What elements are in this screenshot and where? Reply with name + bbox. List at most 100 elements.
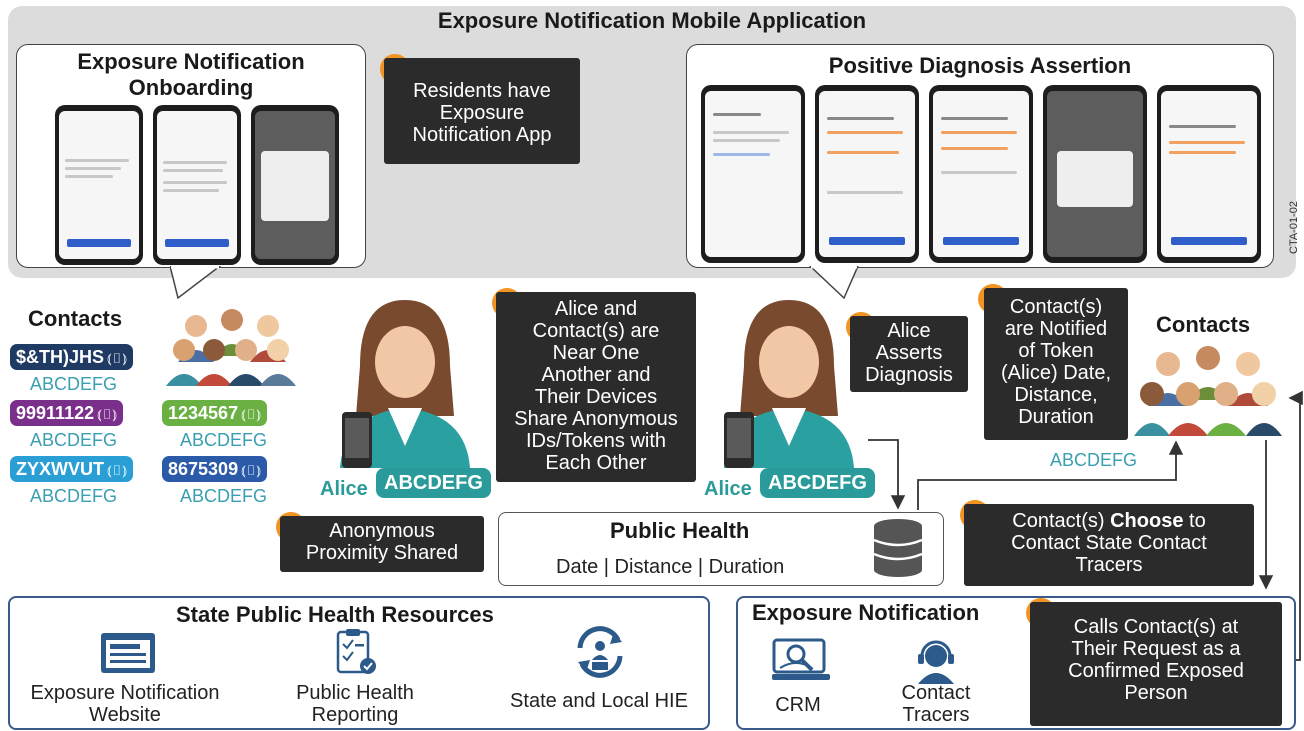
step-7-line: Calls Contact(s) at — [1073, 616, 1239, 638]
step-6-line: Contact State Contact — [1011, 532, 1207, 554]
token-code: ABCDEFG — [180, 486, 268, 506]
website-label: Exposure Notification Website — [12, 682, 238, 726]
diagnosis-callout: Positive Diagnosis Assertion — [686, 44, 1274, 268]
step-2-line: Contact(s) are — [532, 320, 660, 342]
step-5-line: Distance, — [1014, 384, 1098, 406]
crm-icon — [772, 638, 830, 680]
onboarding-callout: Exposure Notification Onboarding — [16, 44, 366, 268]
step-7-line: Confirmed Exposed — [1068, 660, 1244, 682]
contacts-right-title: Contacts — [1156, 312, 1251, 337]
token-label: 99911122 — [16, 403, 95, 423]
phone-screen — [153, 105, 241, 265]
step-4-line: Diagnosis — [865, 364, 953, 386]
step-2-line: Another and — [541, 364, 651, 386]
step-1-line: Notification App — [412, 124, 552, 146]
step-1-box: Residents have Exposure Notification App — [384, 58, 580, 164]
step-2-line: Alice and — [554, 298, 638, 320]
public-health-box — [498, 512, 944, 586]
step-5-line: are Notified — [1004, 318, 1108, 340]
token-code: ABCDEFG — [30, 486, 118, 506]
step-4-box: Alice Asserts Diagnosis — [850, 316, 968, 392]
clipboard-icon — [336, 629, 376, 674]
phone-screen — [1157, 85, 1261, 263]
diagram-title: Exposure Notification Mobile Application — [437, 8, 867, 33]
crm-label: CRM — [775, 694, 821, 716]
state-resources-title: State Public Health Resources — [176, 602, 494, 627]
token-label: ZYXWVUT — [16, 459, 104, 479]
step-2-line: Each Other — [545, 452, 647, 474]
hie-exchange-icon — [577, 626, 623, 678]
contacts-group-icon — [166, 309, 296, 386]
contact-tracers-label: Contact Tracers — [888, 682, 984, 726]
step-5-line: of Token — [1018, 340, 1094, 362]
token-code: ABCDEFG — [30, 374, 118, 394]
phone-screen — [251, 105, 339, 265]
step-1-line: Exposure — [439, 102, 525, 124]
callout-tail-left — [170, 266, 222, 300]
step-2-line: IDs/Tokens with — [525, 430, 667, 452]
vibrating-phone-icon: ⦅▯⦆ — [241, 462, 262, 478]
resource-label-line: Reporting — [311, 704, 399, 726]
step-4-line: Alice — [887, 320, 931, 342]
token-pill: ZYXWVUT⦅▯⦆ — [10, 456, 133, 482]
token-label: $&TH)JHS — [16, 347, 105, 367]
token-pill: 8675309⦅▯⦆ — [162, 456, 268, 482]
step-6-text: Contact(s) — [1012, 510, 1111, 532]
phone-screen — [1043, 85, 1147, 263]
resource-label-line: Exposure Notification — [30, 682, 220, 704]
step-3-box: Anonymous Proximity Shared — [280, 516, 484, 572]
step-7-box: Calls Contact(s) at Their Request as a C… — [1030, 602, 1282, 726]
vibrating-phone-icon: ⦅▯⦆ — [241, 406, 262, 422]
step-2-line: Near One — [552, 342, 640, 364]
step-5-line: Contact(s) — [1009, 296, 1103, 318]
step-6-line: Tracers — [1075, 554, 1143, 576]
token-code: ABCDEFG — [180, 430, 268, 450]
resource-label-line: Tracers — [902, 704, 970, 726]
alice-token-badge-left: ABCDEFG — [376, 468, 491, 498]
vibrating-phone-icon: ⦅▯⦆ — [107, 350, 127, 366]
step-4-line: Asserts — [875, 342, 943, 364]
contacts-group-icon — [1134, 346, 1282, 436]
website-icon — [101, 633, 155, 673]
alice-figure-left — [340, 300, 470, 468]
step-1-line: Residents have — [413, 80, 551, 102]
phone-screen — [701, 85, 805, 263]
exposure-notification-title: Exposure Notification — [752, 600, 980, 625]
public-health-fields: Date | Distance | Duration — [556, 556, 785, 578]
contacts-right-code: ABCDEFG — [1050, 450, 1138, 470]
step-3-line: Proximity Shared — [305, 542, 459, 564]
phone-screen — [929, 85, 1033, 263]
callout-tail-right — [808, 266, 859, 300]
alice-figure-right — [724, 300, 854, 468]
step-7-line: Their Request as a — [1071, 638, 1241, 660]
alice-name-left: Alice — [320, 478, 368, 500]
token-pill: 99911122⦅▯⦆ — [10, 400, 124, 426]
step-6-box: Contact(s) Choose to Contact State Conta… — [964, 504, 1254, 586]
resource-label-line: Website — [89, 704, 161, 726]
resource-label-line: Contact — [901, 682, 971, 704]
step-5-box: Contact(s) are Notified of Token (Alice)… — [984, 288, 1128, 440]
token-pill: $&TH)JHS⦅▯⦆ — [10, 344, 133, 370]
token-label: 1234567 — [168, 403, 239, 423]
step-7-line: Person — [1124, 682, 1188, 704]
token-label: 8675309 — [168, 459, 239, 479]
step-6-bold: Choose — [1110, 510, 1184, 532]
contacts-left-title: Contacts — [28, 306, 123, 331]
onboarding-title-line2: Onboarding — [128, 75, 254, 100]
step-5-line: Duration — [1018, 406, 1094, 428]
step-2-box: Alice and Contact(s) are Near One Anothe… — [496, 292, 696, 482]
vibrating-phone-icon: ⦅▯⦆ — [107, 462, 127, 478]
onboarding-title-line1: Exposure Notification — [77, 49, 305, 74]
hie-label: State and Local HIE — [510, 690, 688, 712]
phone-screen — [55, 105, 143, 265]
headset-icon — [918, 640, 954, 684]
diagnosis-title: Positive Diagnosis Assertion — [828, 53, 1132, 78]
step-6-text: to — [1183, 510, 1206, 532]
step-2-line: Their Devices — [534, 386, 658, 408]
public-health-title: Public Health — [610, 518, 750, 543]
token-pill: 1234567⦅▯⦆ — [162, 400, 268, 426]
alice-name-right: Alice — [704, 478, 752, 500]
token-code: ABCDEFG — [30, 430, 118, 450]
database-icon — [873, 519, 923, 577]
step-6-line: Contact(s) Choose to — [964, 510, 1254, 532]
